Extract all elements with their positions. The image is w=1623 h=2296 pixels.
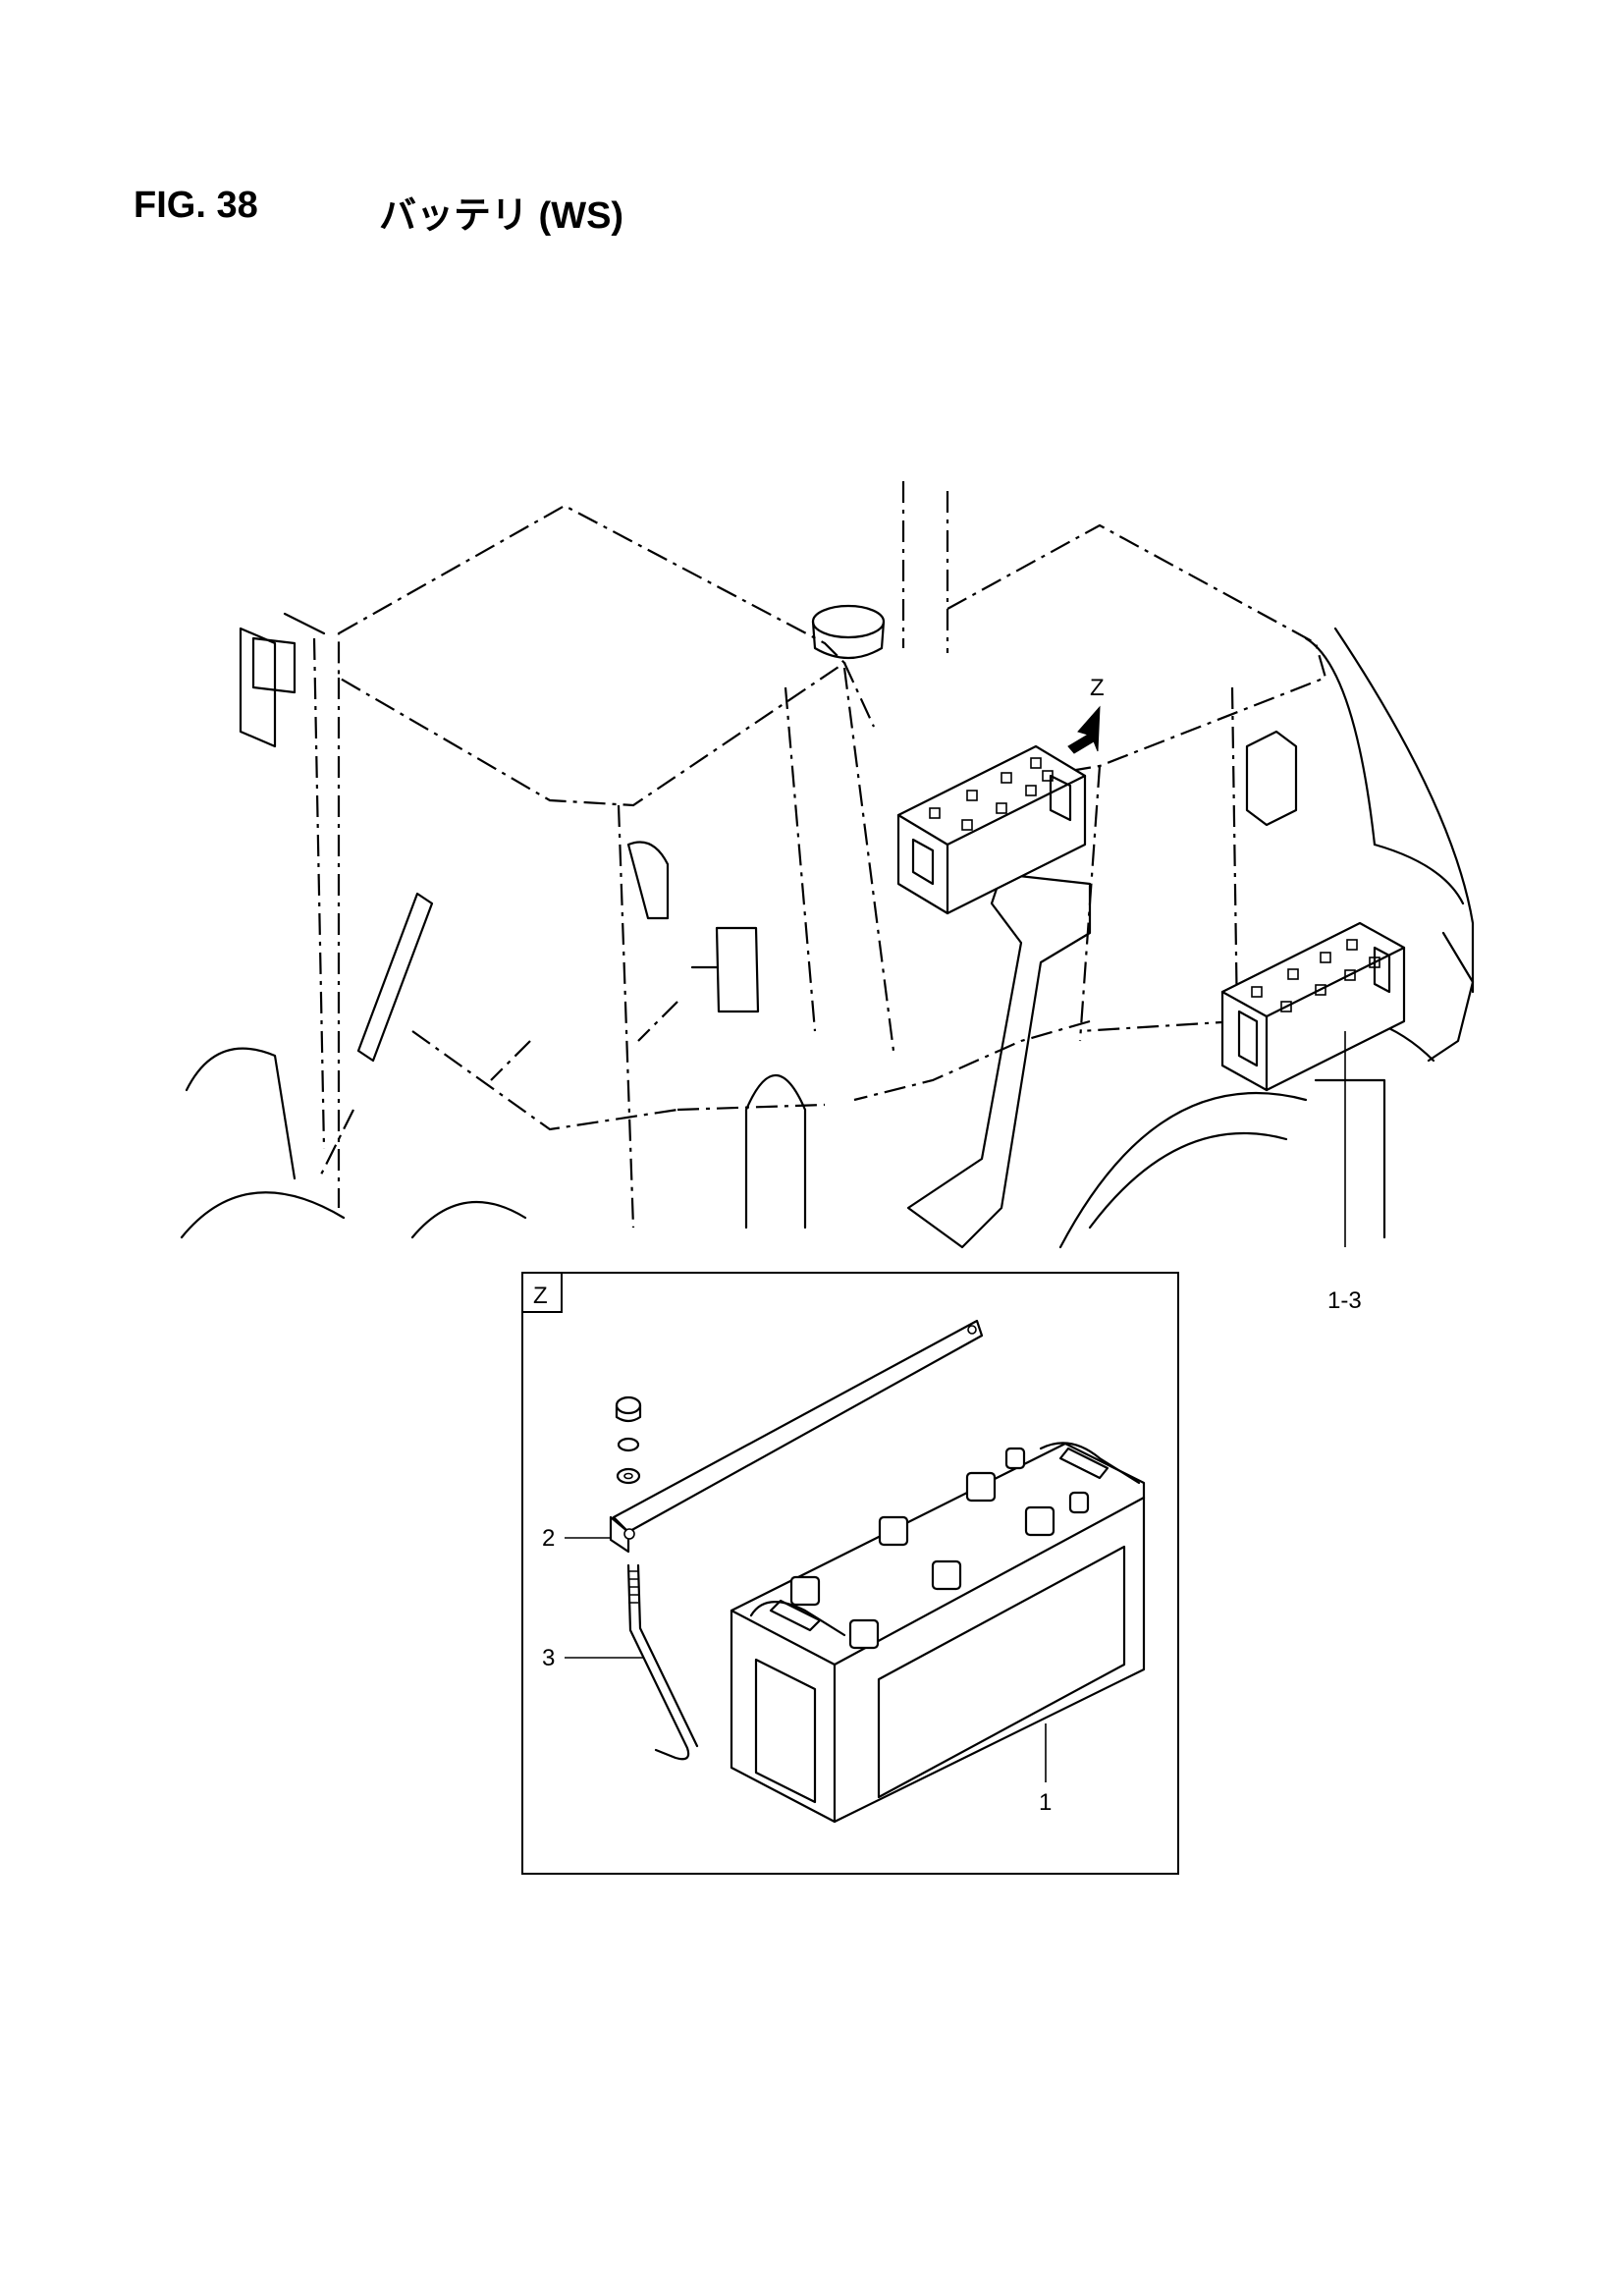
callout-3: 3 xyxy=(542,1645,555,1671)
callout-2: 2 xyxy=(542,1525,555,1552)
view-arrow xyxy=(1067,705,1101,754)
detail-box-z xyxy=(521,1272,1179,1875)
detail-box-label: Z xyxy=(533,1283,548,1309)
clamp-bar xyxy=(609,1319,984,1554)
j-bolt xyxy=(626,1563,699,1761)
view-marker-label: Z xyxy=(1090,675,1105,701)
callout-1: 1 xyxy=(1039,1789,1052,1816)
lower-battery xyxy=(1220,921,1406,1092)
detail-battery xyxy=(730,1442,1146,1824)
figure-title: バッテリ (WS) xyxy=(379,195,624,237)
machine-outline xyxy=(180,481,1475,1249)
figure-number: FIG. 38 xyxy=(134,185,258,226)
upper-battery xyxy=(896,744,1087,915)
nut-washer-stack xyxy=(615,1395,642,1485)
detail-box-tag xyxy=(521,1272,563,1313)
callout-1-3: 1-3 xyxy=(1327,1287,1362,1314)
